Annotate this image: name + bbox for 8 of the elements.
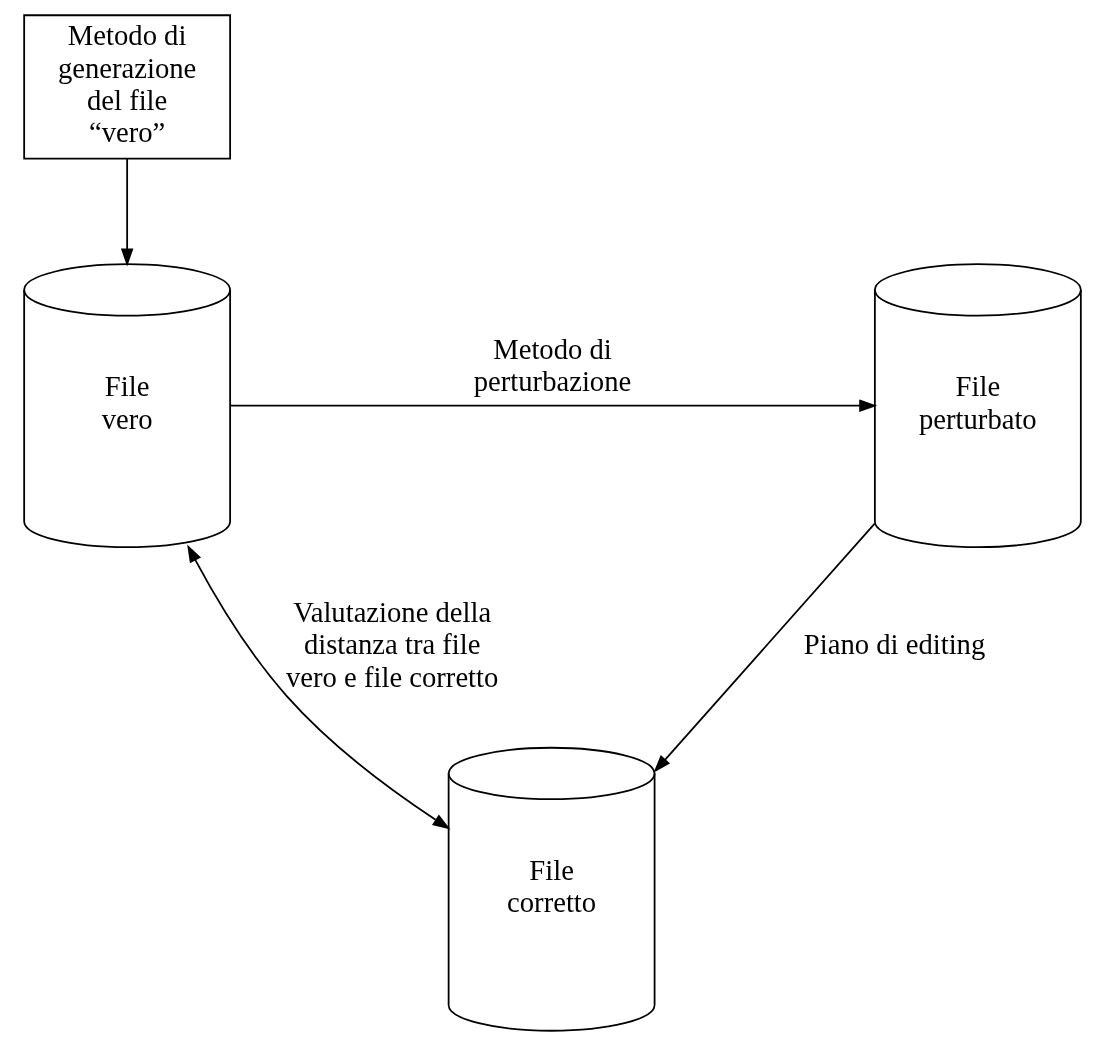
arrow: [120, 157, 134, 267]
node-box: Metodo di generazione del file “vero”: [23, 14, 232, 160]
edge-label: Metodo di perturbazione: [473, 332, 632, 398]
arrow: [653, 522, 876, 773]
arrow: [187, 544, 451, 830]
edge-label: Valutazione della distanza tra file vero e file corretto: [286, 596, 499, 693]
edge-label: Piano di editing: [803, 628, 986, 661]
arrow: [229, 399, 878, 412]
